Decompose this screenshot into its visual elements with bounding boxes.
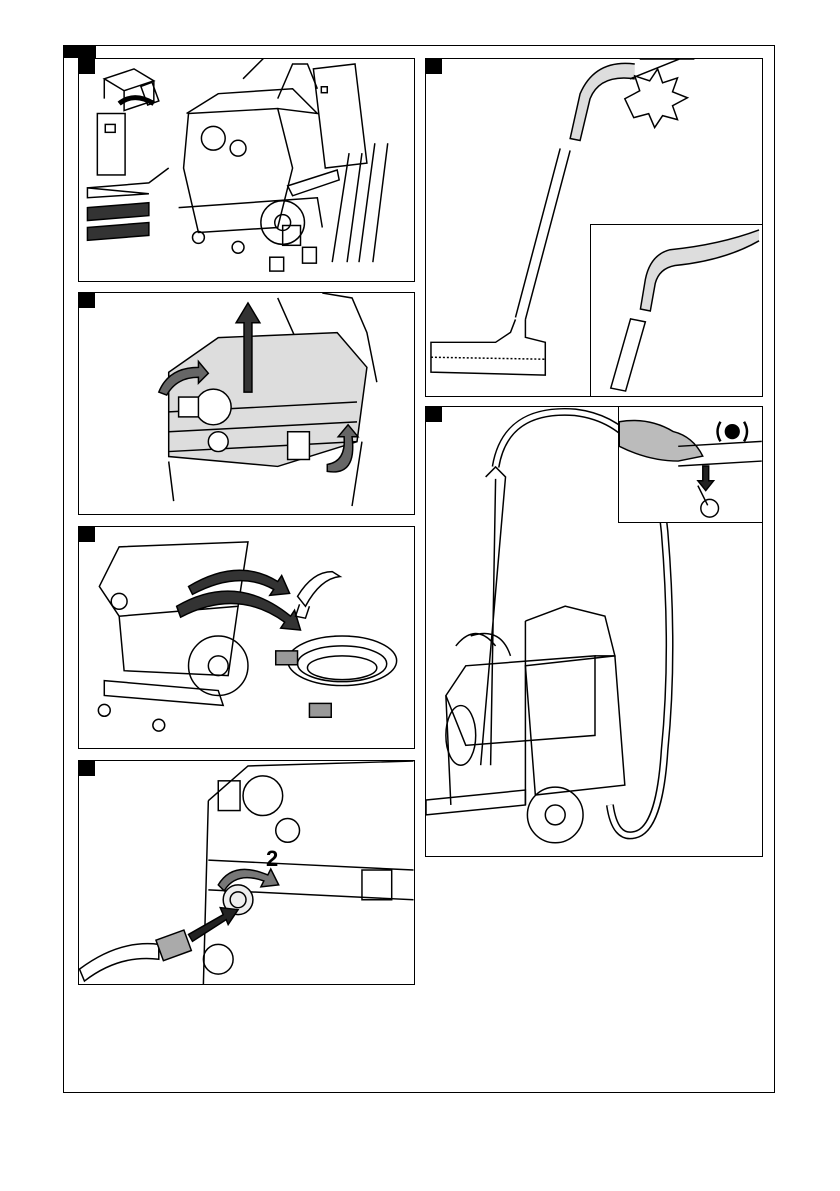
panel-label: [426, 407, 442, 422]
panel-label: [79, 761, 95, 776]
rotate-arrow-icon: [217, 867, 280, 893]
panel-remove-accessories: [78, 526, 415, 749]
panel-label: [79, 59, 95, 74]
hose: [79, 942, 160, 983]
document: [312, 63, 368, 169]
remove-arrow-icon: [175, 590, 302, 631]
click-sound-icon: [623, 67, 690, 130]
handle: [294, 570, 343, 620]
rotate-arrow-icon: [326, 423, 360, 473]
panel-remove-head: [78, 292, 415, 515]
floor-nozzle: [86, 167, 170, 242]
open-box-icon: [102, 68, 156, 112]
press-arrow-icon: [696, 465, 716, 492]
figure-tab: [63, 45, 96, 58]
panel-wheel-brake: [618, 406, 763, 523]
page-frame: [63, 45, 775, 1093]
rotate-arrow-icon: [157, 359, 210, 396]
panel-label: [79, 527, 95, 542]
remove-arrow-icon: [187, 569, 291, 597]
panel-connect-hose: 2: [78, 760, 415, 985]
hoses: [139, 81, 389, 272]
panel-crevice-nozzle: [590, 224, 763, 397]
step-number: 2: [266, 846, 279, 871]
vacuum-cleaner: [178, 59, 324, 254]
push-arrow-icon: [187, 906, 240, 943]
vibration-icon: [716, 421, 749, 443]
panel-label: [79, 293, 95, 308]
filter-bag: [96, 112, 126, 176]
panel-unpacking: [78, 58, 415, 282]
panel-label: [426, 59, 442, 74]
hose: [274, 635, 398, 719]
lift-arrow-icon: [234, 301, 262, 393]
